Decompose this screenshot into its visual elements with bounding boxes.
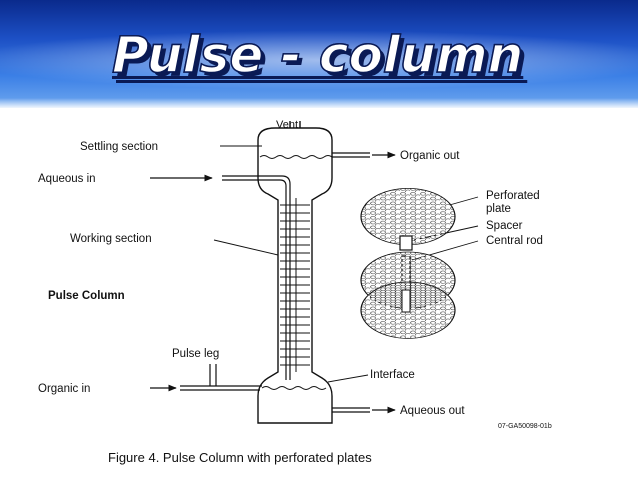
label-central-rod: Central rod <box>486 235 543 247</box>
organic-in-pipe <box>180 364 262 391</box>
label-working-section: Working section <box>70 233 152 245</box>
label-aqueous-out: Aqueous out <box>400 405 465 417</box>
top-liquid-surface <box>259 155 333 159</box>
slide-title: Pulse - column <box>111 25 524 85</box>
label-aqueous-in: Aqueous in <box>38 173 96 185</box>
label-figure-id: 07-GA50098-01b <box>498 423 552 430</box>
label-pulse-leg: Pulse leg <box>172 348 219 360</box>
label-interface: Interface <box>370 369 415 381</box>
label-spacer: Spacer <box>486 220 523 232</box>
label-plate: plate <box>486 203 511 215</box>
organic-out-pipe <box>332 152 370 158</box>
label-pulse-column: Pulse Column <box>48 290 125 302</box>
pulse-column-diagram: Vent Settling section Organic out Aqueou… <box>38 119 552 465</box>
slide-header: Pulse - column <box>0 0 638 108</box>
flow-arrows <box>150 151 396 414</box>
figure-caption: Figure 4. Pulse Column with perforated p… <box>108 450 372 465</box>
pulse-column-figure: Vent Settling section Organic out Aqueou… <box>0 108 638 479</box>
label-settling-section: Settling section <box>80 141 158 153</box>
aqueous-in-pipe <box>222 175 291 380</box>
label-organic-out: Organic out <box>400 150 460 162</box>
interface-line <box>261 386 327 390</box>
label-organic-in: Organic in <box>38 383 90 395</box>
column-plates <box>280 198 310 372</box>
column-body <box>257 121 333 424</box>
spacer <box>399 235 413 251</box>
perforated-plate-assembly <box>360 188 456 339</box>
label-vent: Vent <box>276 119 298 131</box>
label-perforated: Perforated <box>486 190 540 202</box>
aqueous-out-pipe <box>332 407 370 413</box>
